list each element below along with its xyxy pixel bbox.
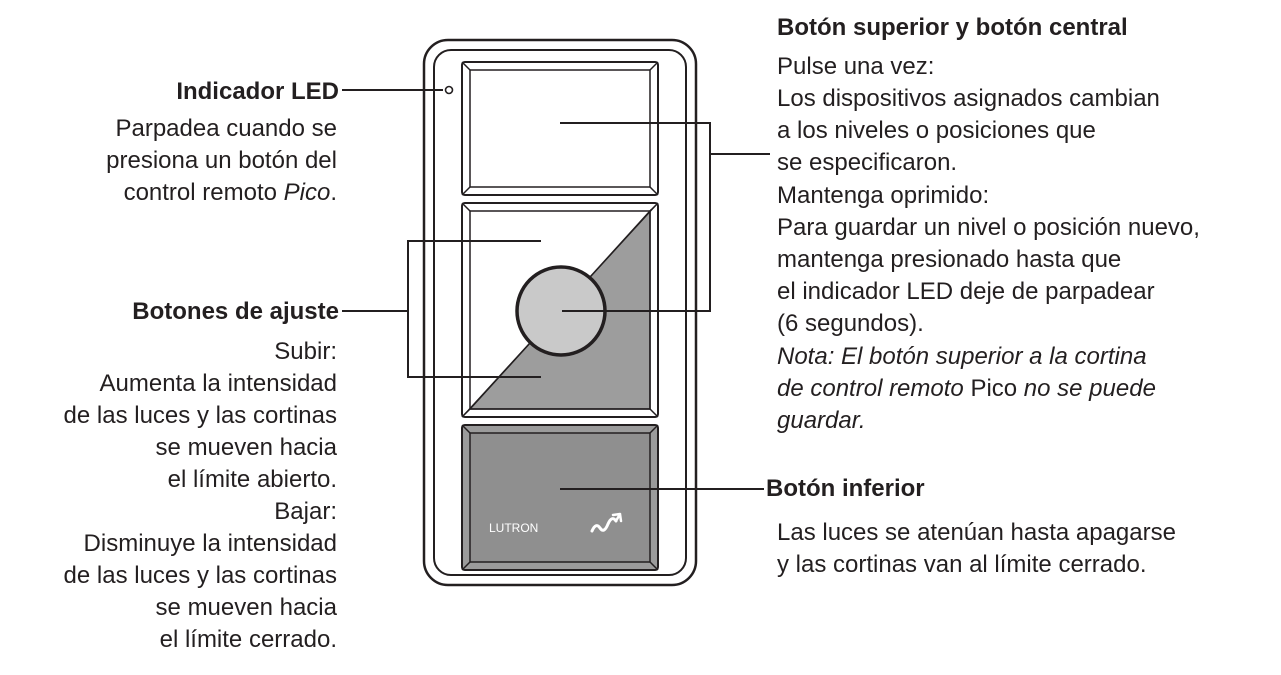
- lower-desc-line: se mueven hacia: [155, 594, 337, 621]
- note-line: de control remoto Pico no se puede: [777, 375, 1156, 402]
- note-line: Nota: El botón superior a la cortina: [777, 343, 1147, 370]
- adjust-title: Botones de ajuste: [132, 298, 339, 325]
- lower-desc-line: de las luces y las cortinas: [63, 562, 337, 589]
- led-desc-line: presiona un botón del: [106, 147, 337, 174]
- led-desc-line: control remoto Pico.: [123, 179, 337, 206]
- press-label: Pulse una vez:: [777, 53, 935, 80]
- raise-desc-line: de las luces y las cortinas: [63, 402, 337, 429]
- bottom-button[interactable]: [461, 424, 659, 571]
- top-button[interactable]: [461, 61, 659, 196]
- hold-desc-line: Para guardar un nivel o posición nuevo,: [777, 214, 1200, 241]
- hold-label: Mantenga oprimido:: [777, 182, 990, 209]
- led-title: Indicador LED: [176, 78, 339, 105]
- leader-lines: [342, 89, 770, 490]
- bottom-desc-line: y las cortinas van al límite cerrado.: [777, 551, 1147, 578]
- raise-desc-line: Aumenta la intensidad: [99, 370, 338, 397]
- bottom-desc-line: Las luces se atenúan hasta apagarse: [777, 519, 1176, 546]
- raise-label: Subir:: [274, 338, 337, 365]
- lower-label: Bajar:: [274, 498, 337, 525]
- bottom-title: Botón inferior: [766, 475, 925, 502]
- hold-desc-line: el indicador LED deje de parpadear: [777, 278, 1155, 305]
- raise-desc-line: el límite abierto.: [167, 466, 337, 493]
- note-line: guardar.: [777, 407, 866, 434]
- led-desc-line: Parpadea cuando se: [115, 115, 337, 142]
- brand-logo: LUTRON: [489, 521, 538, 535]
- wireless-wave-icon: [590, 512, 623, 533]
- led-indicator: [444, 85, 454, 95]
- raise-desc-line: se mueven hacia: [155, 434, 337, 461]
- press-desc-line: se especificaron.: [777, 149, 958, 176]
- lower-desc-line: el límite cerrado.: [159, 626, 337, 653]
- hold-desc-line: (6 segundos).: [777, 310, 924, 337]
- top-center-title: Botón superior y botón central: [777, 14, 1128, 41]
- lower-desc-line: Disminuye la intensidad: [83, 530, 337, 557]
- remote-body-inner: [433, 49, 687, 576]
- press-desc-line: a los niveles o posiciones que: [777, 117, 1096, 144]
- press-desc-line: Los dispositivos asignados cambian: [777, 85, 1160, 112]
- hold-desc-line: mantenga presionado hasta que: [777, 246, 1122, 273]
